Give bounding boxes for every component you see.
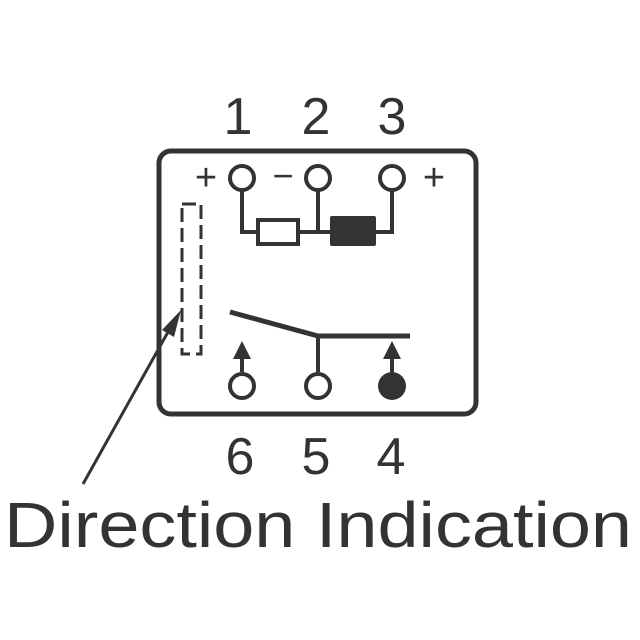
pin-number-3: 3 bbox=[378, 88, 407, 146]
pin-number-2: 2 bbox=[302, 88, 331, 146]
caption-direction-indication: Direction Indication bbox=[4, 489, 632, 561]
switch-blade bbox=[229, 309, 319, 339]
terminal-pin-1 bbox=[228, 164, 256, 192]
pin-6-arrow-head bbox=[233, 341, 251, 359]
leader-arrow-head bbox=[162, 310, 181, 337]
pin-4-arrow-head bbox=[383, 341, 401, 359]
pin-number-4: 4 bbox=[377, 428, 406, 486]
pin-number-5: 5 bbox=[302, 428, 331, 486]
relay-body-outline bbox=[156, 148, 479, 417]
pin-number-1: 1 bbox=[224, 88, 253, 146]
terminal-pin-2 bbox=[304, 164, 332, 192]
coil-element-filled bbox=[330, 216, 376, 246]
leader-line bbox=[81, 331, 170, 485]
direction-indication-mark bbox=[180, 202, 203, 356]
polarity-mark-pin3: + bbox=[423, 157, 445, 199]
terminal-pin-6 bbox=[228, 372, 256, 400]
terminal-pin-5 bbox=[304, 372, 332, 400]
polarity-mark-pin2: − bbox=[272, 155, 293, 196]
coil-wire-middle bbox=[298, 190, 330, 234]
coil-element-open bbox=[256, 218, 300, 246]
pin-number-6: 6 bbox=[226, 428, 255, 486]
terminal-pin-3 bbox=[378, 164, 406, 192]
polarity-mark-pin1: + bbox=[195, 157, 217, 199]
terminal-pin-4 bbox=[378, 372, 406, 400]
coil-wire-right bbox=[376, 190, 394, 234]
coil-wire-left bbox=[240, 190, 258, 234]
